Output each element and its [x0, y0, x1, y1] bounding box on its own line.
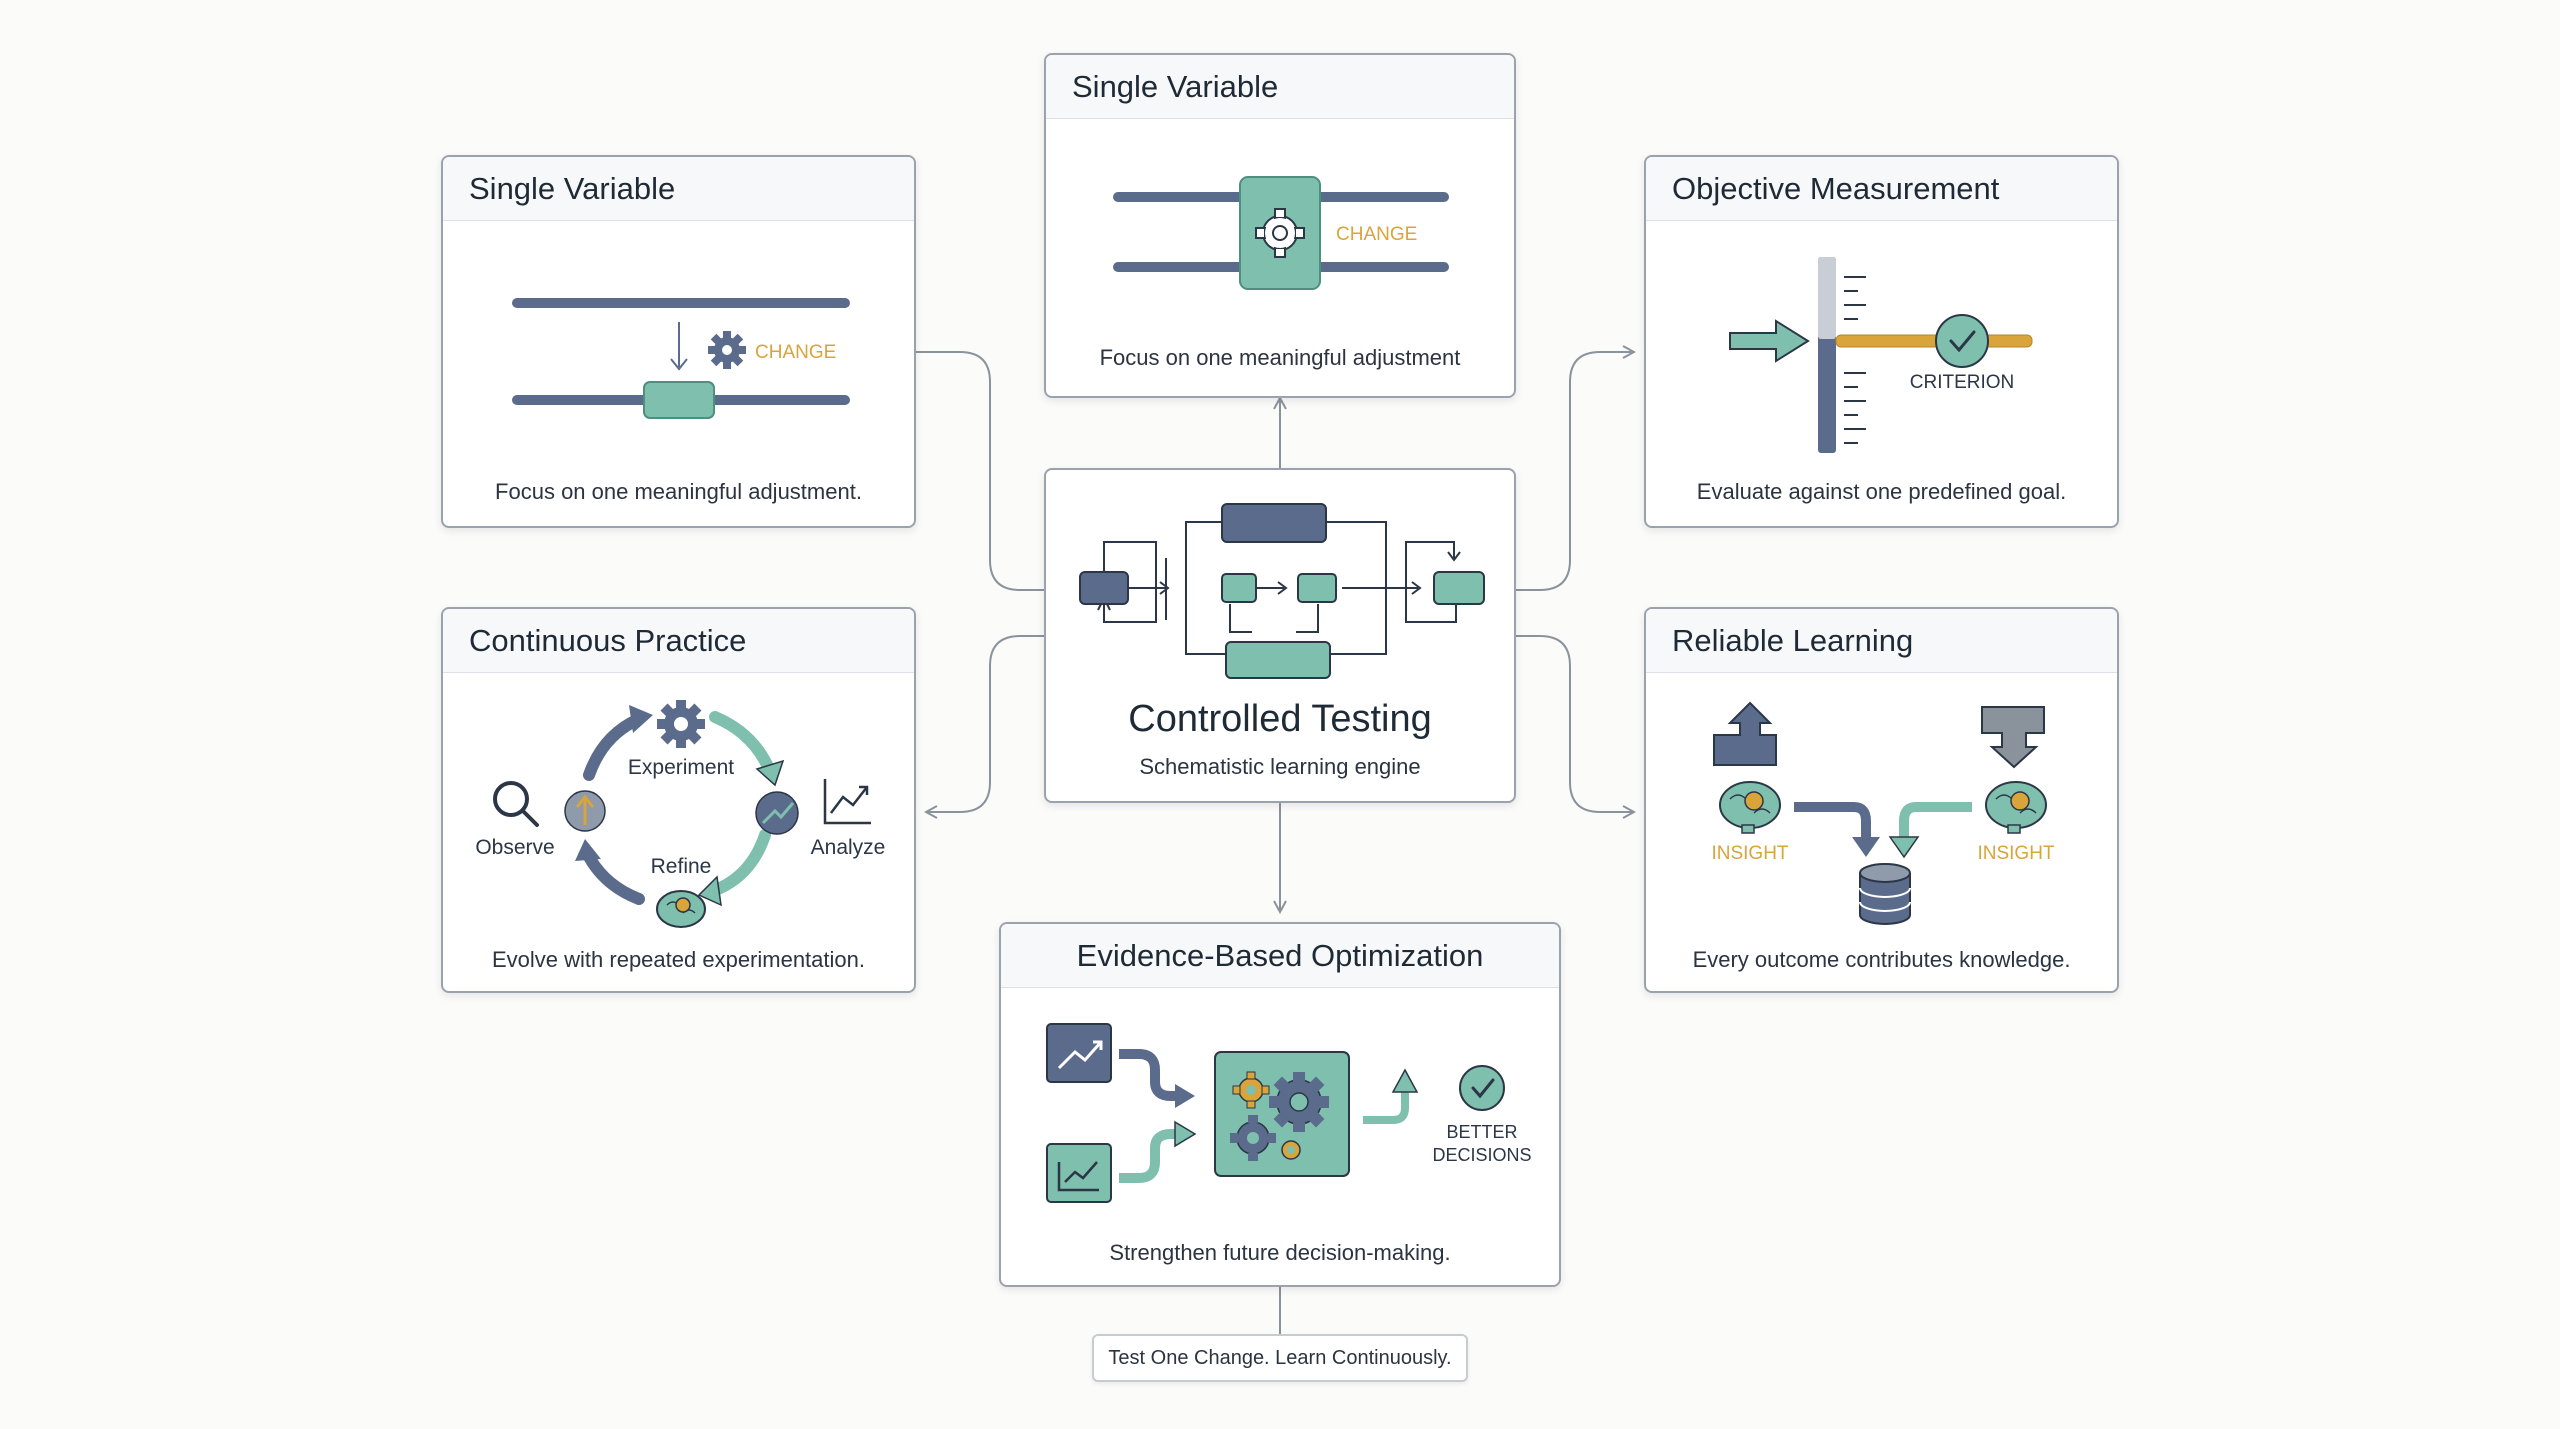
connector-right-bottom: [1516, 635, 1634, 812]
gear-icon: [1230, 1115, 1276, 1161]
check-icon: [1935, 314, 1989, 368]
cycle-illustration: Experiment Analyze Observe Re: [475, 700, 886, 928]
card-title: Continuous Practice: [443, 609, 914, 673]
card-single-variable-top: Single Variable CHANGE Focus on one mean…: [1044, 53, 1516, 398]
lightbulb-icon: [675, 897, 691, 913]
decisions-label: DECISIONS: [1432, 1145, 1531, 1165]
down-arrow-icon: [1981, 706, 2045, 769]
connector-left-bottom: [926, 635, 1044, 812]
center-subtitle: Schematistic learning engine: [1139, 754, 1421, 779]
measurement-illustration: CRITERION: [1729, 257, 2033, 453]
experiment-label: Experiment: [628, 756, 734, 779]
flow-node: [1297, 573, 1337, 603]
gear-icon: [1232, 1071, 1270, 1109]
gear-icon: [708, 331, 746, 369]
card-continuous-practice: Continuous Practice Experiment: [441, 607, 916, 993]
insight-right-label: INSIGHT: [1977, 843, 2054, 864]
tagline: Test One Change. Learn Continuously.: [1092, 1334, 1468, 1382]
brain-icon: [656, 890, 706, 928]
gear-icon: [1269, 1072, 1329, 1132]
gear-icon: [1281, 1140, 1301, 1160]
brain-icon: [1719, 781, 1781, 834]
lightbulb-icon: [2010, 791, 2030, 811]
flow-node: [1221, 503, 1327, 543]
card-caption: Evaluate against one predefined goal.: [1696, 479, 2067, 504]
chart-icon: [1046, 1023, 1112, 1083]
gear-icon: [1255, 208, 1305, 258]
connector-right-top: [1516, 352, 1634, 591]
trend-icon: [755, 791, 799, 835]
slider-handle: [643, 381, 715, 419]
down-arrow-icon: [670, 322, 688, 371]
upload-icon: [564, 790, 606, 832]
check-icon: [1459, 1065, 1505, 1111]
lightbulb-icon: [1744, 791, 1764, 811]
center-title: Controlled Testing: [1128, 698, 1432, 740]
flow-node: [1433, 571, 1485, 605]
change-label: CHANGE: [755, 342, 836, 363]
card-title: Evidence-Based Optimization: [1001, 924, 1559, 988]
card-caption: Strengthen future decision-making.: [1109, 1240, 1451, 1265]
learning-illustration: INSIGHT INSIGHT: [1711, 701, 2055, 925]
card-caption: Every outcome contributes knowledge.: [1692, 947, 2071, 972]
slider-illustration: CHANGE: [1113, 176, 1449, 290]
magnifier-icon: [493, 781, 539, 827]
brain-icon: [1985, 781, 2047, 834]
observe-label: Observe: [475, 836, 554, 859]
card-title: Objective Measurement: [1646, 157, 2117, 221]
slider-illustration: CHANGE: [512, 298, 850, 419]
card-objective-measurement: Objective Measurement CRITERION Evaluate…: [1644, 155, 2119, 528]
gear-icon: [657, 700, 705, 748]
analyze-label: Analyze: [811, 836, 886, 859]
card-title: Reliable Learning: [1646, 609, 2117, 673]
card-caption: Focus on one meaningful adjustment.: [495, 479, 862, 504]
change-label: CHANGE: [1336, 224, 1417, 245]
better-label: BETTER: [1446, 1122, 1517, 1142]
flow-node: [1221, 573, 1257, 603]
card-caption: Focus on one meaningful adjustment: [1099, 345, 1461, 370]
insight-left-label: INSIGHT: [1711, 843, 1788, 864]
optimization-illustration: BETTER DECISIONS: [1046, 1023, 1532, 1203]
refine-label: Refine: [651, 855, 712, 878]
flow-node: [1225, 641, 1331, 679]
card-evidence-based: Evidence-Based Optimization: [999, 922, 1561, 1287]
card-controlled-testing: Controlled Testing Schematistic learning…: [1044, 468, 1516, 803]
chart-icon: [1046, 1143, 1112, 1203]
database-icon: [1859, 863, 1911, 925]
card-single-variable-left: Single Variable CHANGE Focus on one mean…: [441, 155, 916, 528]
card-caption: Evolve with repeated experimentation.: [492, 947, 865, 972]
connector-left-top: [916, 351, 1044, 591]
up-arrow-icon: [1713, 701, 1777, 766]
arrow-icon: [1729, 319, 1810, 363]
card-reliable-learning: Reliable Learning INSIGHT INSIGHT: [1644, 607, 2119, 993]
chart-icon: [823, 779, 871, 825]
card-title: Single Variable: [1046, 55, 1514, 119]
flow-node: [1079, 571, 1129, 605]
flow-schematic: [1079, 503, 1485, 679]
criterion-label: CRITERION: [1910, 372, 2015, 393]
card-title: Single Variable: [443, 157, 914, 221]
